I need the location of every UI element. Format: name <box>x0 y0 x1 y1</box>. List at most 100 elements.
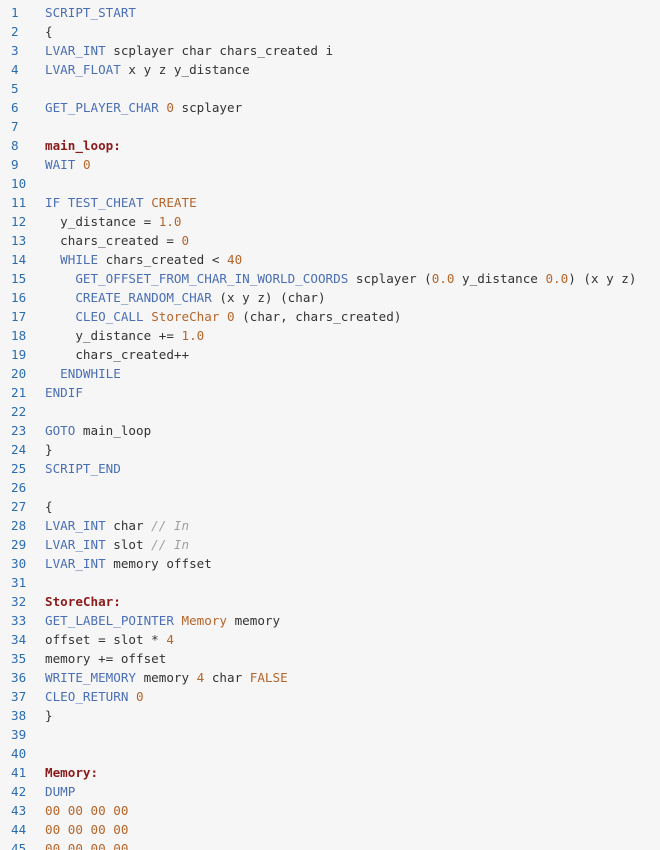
code-token-keyword: LVAR_INT <box>45 556 106 571</box>
line-number: 1 <box>11 5 19 20</box>
line-number: 30 <box>11 556 27 571</box>
line-content: LVAR_INT slot // In <box>45 535 189 554</box>
code-token-plain: memory offset <box>105 556 212 571</box>
code-token-keyword: GET_OFFSET_FROM_CHAR_IN_WORLD_COORDS <box>75 271 349 286</box>
code-token-keyword: LVAR_INT <box>45 43 106 58</box>
code-line: 20 ENDWHILE <box>0 364 660 383</box>
code-token-label: Memory: <box>45 765 99 780</box>
code-line: 10 <box>0 174 660 193</box>
code-line: 33 GET_LABEL_POINTER Memory memory <box>0 611 660 630</box>
code-token-plain <box>219 309 227 324</box>
code-token-plain <box>45 271 75 286</box>
code-token-number: 0.0 <box>431 271 455 286</box>
code-token-keyword: TEST_CHEAT <box>67 195 144 210</box>
code-token-comment: // In <box>151 537 190 552</box>
line-number: 40 <box>11 746 27 761</box>
code-line: 16 CREATE_RANDOM_CHAR (x y z) (char) <box>0 288 660 307</box>
code-token-plain <box>45 309 75 324</box>
code-line: 19 chars_created++ <box>0 345 660 364</box>
code-token-plain <box>60 195 68 210</box>
line-number: 37 <box>11 689 27 704</box>
code-token-plain: (char, chars_created) <box>234 309 402 324</box>
line-number: 38 <box>11 708 27 723</box>
code-token-number: 00 00 00 00 <box>45 822 129 837</box>
line-number: 31 <box>11 575 27 590</box>
line-content: Memory: <box>45 763 98 782</box>
line-number: 44 <box>11 822 27 837</box>
code-token-plain: scplayer char chars_created i <box>105 43 334 58</box>
code-token-number: StoreChar <box>151 309 220 324</box>
line-content: 00 00 00 00 <box>45 820 128 839</box>
code-token-number: 0.0 <box>545 271 569 286</box>
code-token-number: 4 <box>196 670 205 685</box>
code-token-label: StoreChar: <box>45 594 121 609</box>
code-line: 31 <box>0 573 660 592</box>
code-token-number: 0 <box>166 100 174 115</box>
code-line: 13 chars_created = 0 <box>0 231 660 250</box>
line-number: 28 <box>11 518 27 533</box>
line-number: 33 <box>11 613 27 628</box>
line-content: WRITE_MEMORY memory 4 char FALSE <box>45 668 288 687</box>
line-number: 12 <box>11 214 27 229</box>
code-token-keyword: WAIT <box>45 157 76 172</box>
line-number: 10 <box>11 176 27 191</box>
code-token-keyword: GET_PLAYER_CHAR <box>45 100 159 115</box>
code-line: 14 WHILE chars_created < 40 <box>0 250 660 269</box>
code-line: 18 y_distance += 1.0 <box>0 326 660 345</box>
code-line: 17 CLEO_CALL StoreChar 0 (char, chars_cr… <box>0 307 660 326</box>
line-content: y_distance = 1.0 <box>45 212 181 231</box>
code-token-keyword: DUMP <box>45 784 76 799</box>
line-content: IF TEST_CHEAT CREATE <box>45 193 197 212</box>
code-token-keyword: GOTO <box>45 423 76 438</box>
line-content: LVAR_FLOAT x y z y_distance <box>45 60 250 79</box>
code-line: 5 <box>0 79 660 98</box>
line-content: GET_LABEL_POINTER Memory memory <box>45 611 280 630</box>
code-token-keyword: LVAR_FLOAT <box>45 62 121 77</box>
code-line: 24} <box>0 440 660 459</box>
line-content: ENDWHILE <box>45 364 121 383</box>
line-number: 29 <box>11 537 27 552</box>
code-line: 44 00 00 00 00 <box>0 820 660 839</box>
line-content: WAIT 0 <box>45 155 91 174</box>
code-token-number: 0 <box>181 233 190 248</box>
line-content: LVAR_INT memory offset <box>45 554 212 573</box>
code-token-plain: memory <box>227 613 281 628</box>
code-token-keyword: WHILE <box>60 252 99 267</box>
code-token-keyword: CLEO_RETURN <box>45 689 129 704</box>
line-content: 00 00 00 00 <box>45 801 128 820</box>
code-token-plain: chars_created++ <box>45 347 190 362</box>
code-line: 30 LVAR_INT memory offset <box>0 554 660 573</box>
code-line: 7 <box>0 117 660 136</box>
line-content: SCRIPT_END <box>45 459 121 478</box>
code-token-plain: y_distance <box>454 271 546 286</box>
code-token-plain: y_distance += <box>45 328 182 343</box>
code-token-plain: (x y z) (char) <box>211 290 326 305</box>
line-number: 11 <box>11 195 27 210</box>
code-token-number: 00 00 00 00 <box>45 841 129 850</box>
line-number: 5 <box>11 81 19 96</box>
code-token-plain: chars_created = <box>45 233 182 248</box>
code-token-plain: } <box>45 708 53 723</box>
code-token-plain: offset = slot * <box>45 632 167 647</box>
line-number: 15 <box>11 271 27 286</box>
code-token-plain: ) (x y z) <box>568 271 637 286</box>
code-token-keyword: WRITE_MEMORY <box>45 670 136 685</box>
line-number: 14 <box>11 252 27 267</box>
line-number: 20 <box>11 366 27 381</box>
code-line: 15 GET_OFFSET_FROM_CHAR_IN_WORLD_COORDS … <box>0 269 660 288</box>
code-token-keyword: CREATE_RANDOM_CHAR <box>75 290 212 305</box>
line-content: SCRIPT_START <box>45 3 136 22</box>
line-number: 25 <box>11 461 27 476</box>
code-line: 11 IF TEST_CHEAT CREATE <box>0 193 660 212</box>
code-token-number: 0 <box>227 309 235 324</box>
line-number: 27 <box>11 499 27 514</box>
